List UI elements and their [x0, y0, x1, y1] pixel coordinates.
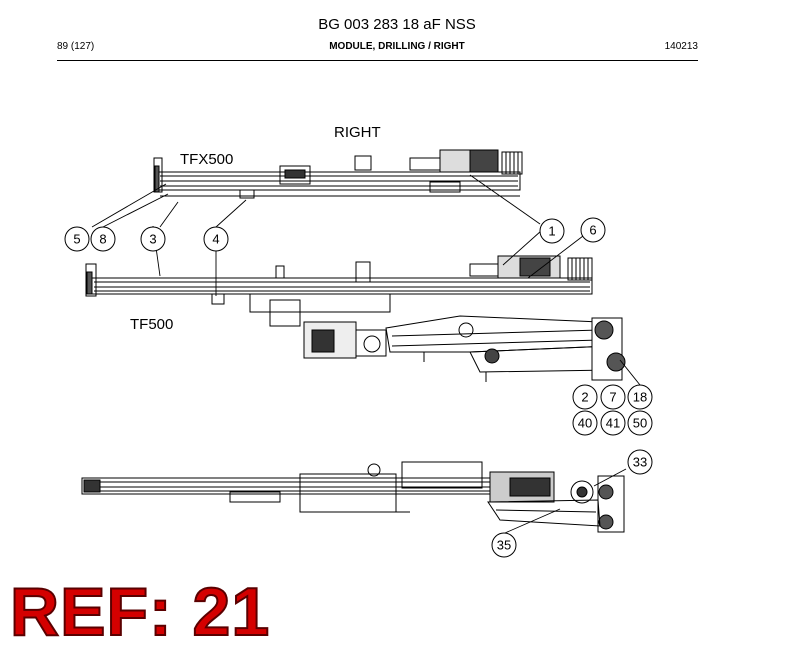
- view-title: RIGHT: [334, 124, 381, 141]
- document-code: 140213: [664, 41, 698, 52]
- callout-5: 5: [64, 226, 90, 252]
- callout-4: 4: [203, 226, 229, 252]
- bottom-view-assembly: [81, 461, 625, 533]
- callout-50: 50: [627, 410, 653, 436]
- callout-8: 8: [90, 226, 116, 252]
- header-rule: [57, 60, 698, 61]
- tf500-reel: [567, 257, 593, 281]
- svg-text:35: 35: [497, 538, 511, 553]
- callout-41: 41: [600, 410, 626, 436]
- svg-text:50: 50: [633, 416, 647, 431]
- svg-text:41: 41: [606, 416, 620, 431]
- callout-3: 3: [140, 226, 166, 252]
- reference-number: REF: 21: [9, 574, 271, 650]
- svg-text:5: 5: [73, 232, 80, 247]
- callout-1: 1: [539, 218, 565, 244]
- callout-18: 18: [627, 384, 653, 410]
- section-title: MODULE, DRILLING / RIGHT: [329, 41, 465, 52]
- svg-text:3: 3: [149, 232, 156, 247]
- svg-text:6: 6: [589, 223, 596, 238]
- document-id: BG 003 283 18 aF NSS: [318, 16, 476, 33]
- tfx500-label: TFX500: [180, 151, 234, 168]
- tf500-label: TF500: [130, 316, 174, 333]
- svg-text:7: 7: [609, 390, 616, 405]
- page-number: 89 (127): [57, 41, 95, 52]
- svg-text:2: 2: [581, 390, 588, 405]
- callout-33: 33: [627, 449, 653, 475]
- leader-lines: [91, 174, 641, 534]
- svg-text:40: 40: [578, 416, 592, 431]
- callout-40: 40: [572, 410, 598, 436]
- callout-7: 7: [600, 384, 626, 410]
- svg-text:18: 18: [633, 390, 647, 405]
- tf500-boom: [269, 299, 626, 382]
- callout-2: 2: [572, 384, 598, 410]
- tfx500-reel: [501, 151, 523, 175]
- callout-6: 6: [580, 217, 606, 243]
- svg-text:8: 8: [99, 232, 106, 247]
- svg-text:4: 4: [212, 232, 219, 247]
- svg-text:33: 33: [633, 455, 647, 470]
- svg-text:1: 1: [548, 224, 555, 239]
- callout-35: 35: [491, 532, 517, 558]
- tfx500-feed-beam: [153, 149, 523, 199]
- tf500-feed-beam: [85, 255, 593, 313]
